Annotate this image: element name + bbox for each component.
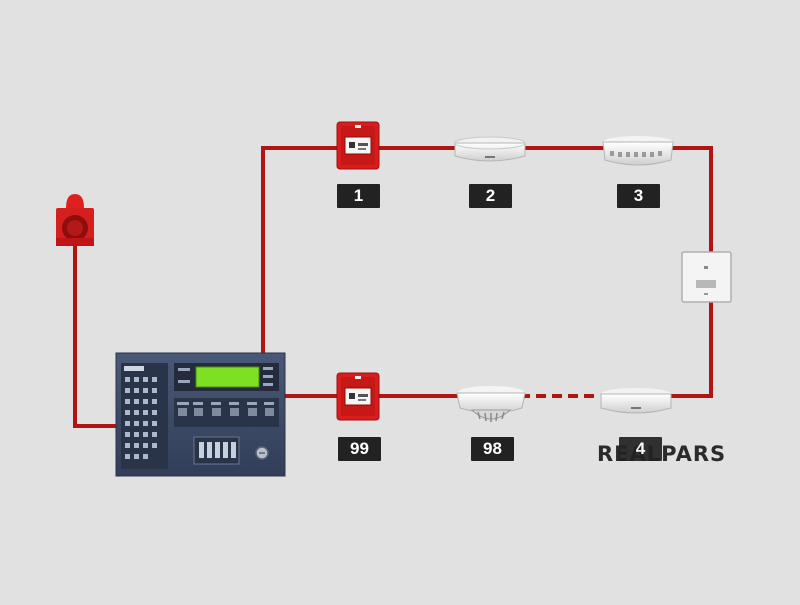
fire-alarm-control-panel (115, 352, 286, 477)
multi-sensor-detector-98 (456, 386, 526, 422)
label-device-99: 99 (338, 437, 381, 461)
loop-wire-out (261, 146, 713, 398)
label-device-3: 3 (617, 184, 660, 208)
smoke-detector-2 (454, 136, 526, 162)
label-device-98: 98 (471, 437, 514, 461)
smoke-detector-4 (600, 388, 672, 414)
manual-call-point-99 (336, 372, 380, 421)
sounder-wire (73, 240, 116, 428)
label-device-1: 1 (337, 184, 380, 208)
interface-module (681, 251, 732, 303)
manual-call-point-1 (336, 121, 380, 170)
sounder-beacon (56, 194, 94, 246)
heat-detector-3 (602, 136, 674, 166)
label-device-2: 2 (469, 184, 512, 208)
label-device-4: 4 (619, 437, 662, 461)
